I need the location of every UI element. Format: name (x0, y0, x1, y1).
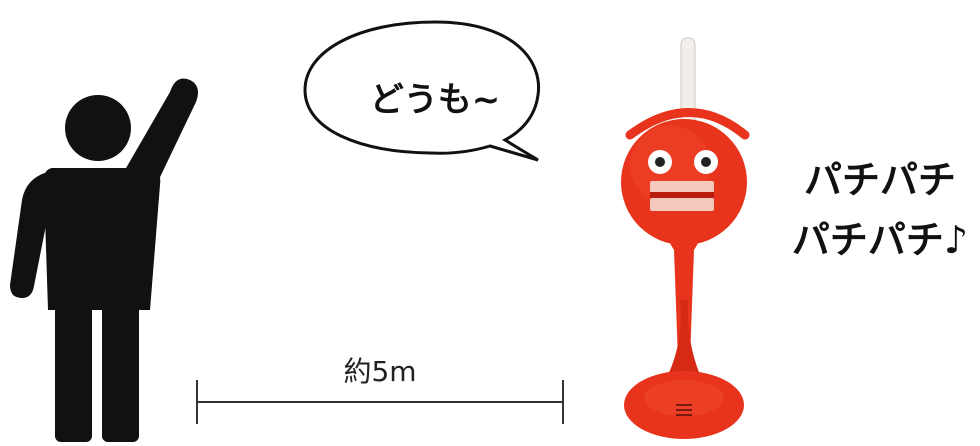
person-waving-icon (10, 79, 198, 443)
speech-bubble-text: どうも~ (340, 72, 530, 121)
person-right-leg (102, 300, 139, 442)
person-lower-arm (10, 172, 48, 298)
toy-response-text: パチパチ パチパチ♪ (780, 150, 980, 270)
toy-response-line1: パチパチ (780, 150, 980, 210)
person-left-leg (55, 300, 92, 442)
person-head (65, 95, 131, 161)
person-torso (44, 168, 161, 310)
distance-label: 約5m (320, 350, 440, 390)
clapping-toy-icon (621, 38, 747, 439)
toy-response-line2: パチパチ♪ (780, 210, 980, 270)
